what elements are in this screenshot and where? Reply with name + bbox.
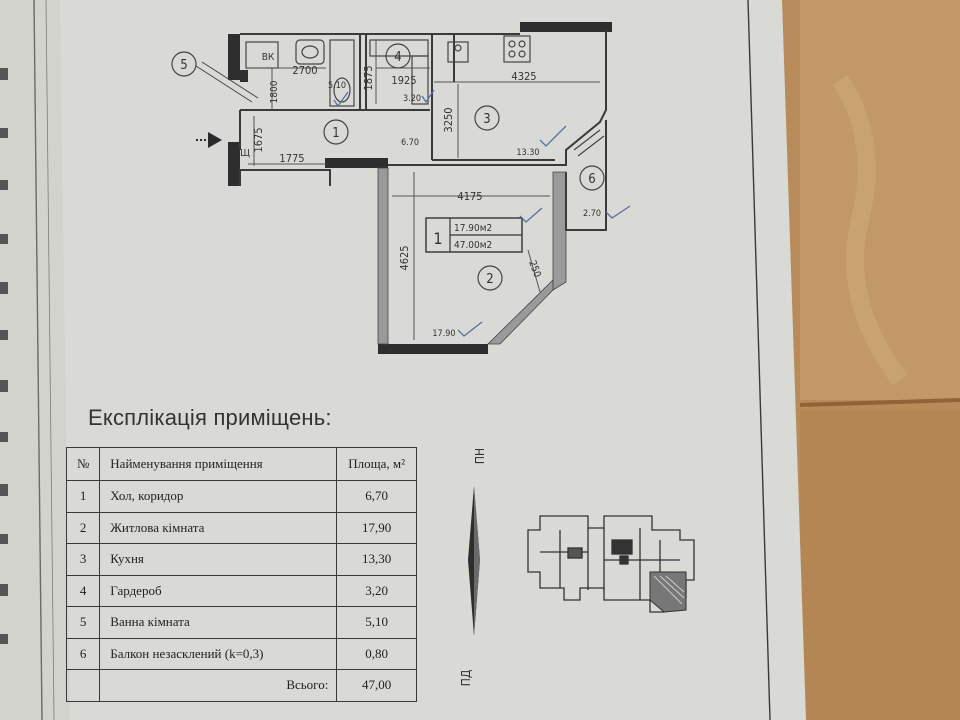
plan-room-number-1: 1 xyxy=(332,126,339,141)
row-area-value: 17,90 xyxy=(362,519,392,535)
plan-room-number-6: 6 xyxy=(588,172,595,187)
row-area-value: 5,10 xyxy=(365,614,389,630)
row-area-value: 6,70 xyxy=(365,488,389,504)
row-area: 0,80 ✓ xyxy=(336,637,417,670)
table-row: 5 Ванна кімната 5,10 ✓ xyxy=(65,606,417,639)
row-name: Гардероб xyxy=(99,574,338,607)
floor-plan xyxy=(171,22,612,354)
row-name: Хол, коридор xyxy=(99,480,338,513)
check-mark-icon: ✓ xyxy=(415,676,416,691)
total-num-cell xyxy=(65,669,101,702)
label-wardrobe-area: 3.20 xyxy=(403,94,421,104)
label-hall-area: 6.70 xyxy=(401,138,419,148)
row-num: 6 xyxy=(65,637,101,670)
total-area-value: 47,00 xyxy=(362,677,392,693)
dim-living-width: 4175 xyxy=(457,190,482,203)
apartment-living-area: 17.90м2 xyxy=(454,223,492,234)
label-shaft: Щ xyxy=(240,148,250,159)
row-num: 5 xyxy=(65,606,101,639)
dim-living-height: 4625 xyxy=(398,245,411,270)
row-name: Балкон незасклений (k=0,3) xyxy=(99,637,338,670)
row-area-value: 13,30 xyxy=(362,551,392,567)
table-row: 1 Хол, коридор 6,70 ✓ xyxy=(65,480,417,513)
dim-bath-width: 2700 xyxy=(292,64,317,77)
key-plan-highlight xyxy=(649,571,687,613)
dim-wardrobe-width: 1925 xyxy=(391,74,416,87)
table-header-row: № Найменування приміщення Площа, м² xyxy=(65,447,417,481)
compass-north-label: ПН xyxy=(473,448,487,464)
row-num: 2 xyxy=(65,511,101,544)
paper-right-border xyxy=(747,0,771,720)
plan-room-number-2: 2 xyxy=(486,272,493,287)
row-area-value: 3,20 xyxy=(365,582,389,598)
explication-table-wrapper: № Найменування приміщення Площа, м² 1 Хо… xyxy=(65,447,417,702)
row-area-value: 0,80 xyxy=(365,645,389,661)
explication-title: Експлікація приміщень: xyxy=(88,405,332,430)
north-arrow xyxy=(468,486,480,636)
total-label: Всього: xyxy=(99,669,338,702)
entrance-arrow-icon xyxy=(208,132,222,148)
header-name: Найменування приміщення xyxy=(99,447,338,481)
check-mark-icon: ✓ xyxy=(415,550,416,565)
check-mark-icon: ✓ xyxy=(415,645,416,660)
row-area: 13,30 ✓ xyxy=(336,543,417,576)
label-living-area: 17.90 xyxy=(432,329,455,339)
binder-holes xyxy=(0,68,8,644)
dim-bath-height: 1800 xyxy=(269,80,280,103)
check-mark-icon: ✓ xyxy=(415,582,416,597)
apartment-rooms-count: 1 xyxy=(433,229,442,248)
pen-check-marks xyxy=(333,89,631,337)
apartment-total-area: 47.00м2 xyxy=(454,240,492,251)
row-name: Кухня xyxy=(99,543,338,576)
plan-room-number-3: 3 xyxy=(483,112,490,127)
table-row: 2 Житлова кімната 17,90 ✓ xyxy=(65,511,417,544)
table-row: 3 Кухня 13,30 ✓ xyxy=(65,543,417,576)
label-bath-area: 5.10 xyxy=(328,81,346,91)
label-balcony-area: 2.70 xyxy=(583,209,601,219)
plan-room-number-5: 5 xyxy=(180,58,187,73)
header-area: Площа, м² xyxy=(336,447,417,481)
dim-hall-height: 1675 xyxy=(252,127,265,152)
dim-kitchen-width: 4325 xyxy=(511,70,536,83)
plan-room-number-4: 4 xyxy=(394,50,401,65)
row-area: 17,90 ✓ xyxy=(336,511,417,544)
dim-kitchen-height: 3250 xyxy=(442,107,455,132)
row-num: 4 xyxy=(65,574,101,607)
table-row: 6 Балкон незасклений (k=0,3) 0,80 ✓ xyxy=(65,637,417,670)
row-name: Ванна кімната xyxy=(99,606,338,639)
row-area: 5,10 ✓ xyxy=(336,606,417,639)
row-num: 3 xyxy=(65,543,101,576)
dim-wardrobe-height: 1875 xyxy=(362,65,375,90)
explication-table: № Найменування приміщення Площа, м² 1 Хо… xyxy=(65,447,417,702)
check-mark-icon: ✓ xyxy=(415,613,416,628)
row-num: 1 xyxy=(65,480,101,513)
check-mark-icon: ✓ xyxy=(415,487,416,502)
compass-south-label: ПД xyxy=(459,670,473,687)
row-name: Житлова кімната xyxy=(99,511,338,544)
row-area: 3,20 ✓ xyxy=(336,574,417,607)
wood-floor-background xyxy=(780,0,960,720)
table-total-row: Всього: 47,00 ✓ xyxy=(65,669,417,702)
label-kitchen-area: 13.30 xyxy=(516,148,539,158)
header-num: № xyxy=(65,447,101,481)
row-area: 6,70 ✓ xyxy=(336,480,417,513)
check-mark-icon: ✓ xyxy=(415,519,416,534)
dim-hall-width: 1775 xyxy=(279,152,304,165)
total-area-cell: 47,00 ✓ xyxy=(336,669,417,702)
table-row: 4 Гардероб 3,20 ✓ xyxy=(65,574,417,607)
paper-left-border xyxy=(33,0,43,720)
label-wc: ВК xyxy=(262,52,275,63)
